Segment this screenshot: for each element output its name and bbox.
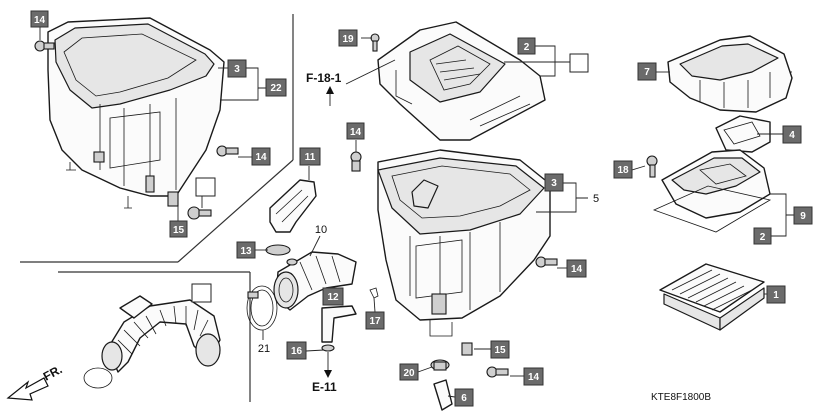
- svg-text:14: 14: [571, 264, 583, 275]
- f18-arrow: [326, 59, 396, 106]
- svg-text:5: 5: [593, 193, 599, 205]
- screw-18: [646, 155, 658, 178]
- callout-3-b: 3: [544, 173, 564, 192]
- callout-21: 21: [258, 343, 270, 355]
- air-cleaner-cover-top: [377, 21, 546, 141]
- callout-12: 12: [322, 287, 344, 306]
- svg-text:F-18-1: F-18-1: [306, 71, 342, 85]
- air-cleaner-housing-left: [47, 17, 225, 209]
- callout-13: 13: [236, 241, 256, 259]
- callout-14-a: 14: [30, 10, 49, 28]
- callout-9: 9: [793, 206, 813, 225]
- callout-2-b: 2: [753, 227, 772, 245]
- svg-text:1: 1: [773, 290, 779, 301]
- callout-6: 6: [454, 388, 474, 407]
- svg-text:6: 6: [461, 393, 467, 404]
- callout-15-b: 15: [490, 340, 510, 359]
- reference-e11: E-11: [312, 380, 337, 394]
- filter-cover-9: [661, 149, 771, 219]
- svg-text:3: 3: [551, 178, 557, 189]
- tube-clip-17: [369, 287, 379, 299]
- seal-2-right: [652, 185, 772, 233]
- screw-bolt-left: [187, 206, 212, 220]
- callout-20: 20: [399, 363, 419, 381]
- svg-text:3: 3: [234, 64, 240, 75]
- front-arrow: [6, 377, 49, 401]
- svg-text:KTE8F1800B: KTE8F1800B: [651, 392, 711, 403]
- callout-5: 5: [593, 193, 599, 205]
- duct-4: [715, 115, 771, 153]
- callout-blank-bottom-left: [191, 283, 212, 303]
- svg-text:7: 7: [644, 67, 650, 78]
- callout-14-e: 14: [523, 367, 544, 386]
- svg-text:E-11: E-11: [312, 380, 337, 394]
- callout-22: 22: [265, 78, 287, 97]
- callout-3-a: 3: [227, 59, 247, 78]
- air-cleaner-lid-7: [667, 35, 793, 113]
- svg-text:4: 4: [789, 130, 795, 141]
- screw-14-left-mid: [216, 145, 239, 157]
- grommet-20: [430, 359, 450, 371]
- svg-text:19: 19: [342, 34, 354, 45]
- screw-14-center-right: [535, 256, 558, 268]
- band-21: [246, 285, 278, 331]
- callout-blank-left: [195, 177, 216, 197]
- svg-text:14: 14: [255, 152, 267, 163]
- callout-10: 10: [315, 224, 327, 236]
- screw-14-top-left: [34, 40, 55, 52]
- screw-19: [370, 33, 380, 52]
- svg-text:14: 14: [528, 372, 540, 383]
- callout-14-c: 14: [346, 122, 365, 140]
- callout-4: 4: [782, 125, 802, 144]
- air-cleaner-housing-center: [377, 149, 551, 337]
- svg-text:21: 21: [258, 343, 270, 355]
- intake-duct-11: [269, 179, 317, 233]
- drain-tube-12: [321, 305, 357, 352]
- svg-text:9: 9: [800, 211, 806, 222]
- screw-14-bottom: [486, 366, 509, 378]
- svg-text:11: 11: [305, 152, 316, 163]
- svg-text:16: 16: [291, 346, 303, 357]
- collar-6: [433, 379, 453, 411]
- callout-blank-top: [569, 53, 589, 73]
- callout-14-d: 14: [566, 259, 587, 278]
- svg-text:2: 2: [760, 232, 766, 243]
- svg-text:22: 22: [270, 83, 282, 94]
- clip-15-center: [461, 342, 473, 356]
- leader-lines: [39, 26, 794, 398]
- svg-text:12: 12: [327, 292, 339, 303]
- svg-text:14: 14: [350, 127, 362, 138]
- screw-14-center-top: [350, 151, 362, 172]
- svg-text:17: 17: [369, 316, 381, 327]
- svg-text:2: 2: [524, 42, 530, 53]
- clip-15-left: [167, 191, 179, 207]
- callout-18: 18: [613, 160, 633, 179]
- svg-text:18: 18: [617, 165, 629, 176]
- callout-14-b: 14: [251, 147, 271, 166]
- svg-text:15: 15: [494, 345, 506, 356]
- callout-2-a: 2: [517, 37, 536, 55]
- callout-1: 1: [766, 285, 786, 304]
- callout-11: 11: [299, 147, 321, 166]
- callout-19: 19: [338, 29, 358, 47]
- callout-17: 17: [365, 311, 385, 330]
- reference-f18: F-18-1: [306, 71, 342, 85]
- clamp-13: [265, 244, 291, 256]
- e11-arrow: [324, 352, 332, 378]
- catalog-code: KTE8F1800B: [651, 392, 711, 403]
- svg-text:13: 13: [240, 246, 252, 257]
- svg-text:20: 20: [403, 368, 415, 379]
- svg-text:10: 10: [315, 224, 327, 236]
- svg-text:14: 14: [34, 15, 46, 26]
- air-filter-element-1: [659, 263, 765, 331]
- air-joint-10: [273, 251, 357, 311]
- svg-text:15: 15: [173, 225, 185, 236]
- connecting-tube: [83, 295, 221, 389]
- callout-15-a: 15: [169, 220, 188, 238]
- callout-7: 7: [637, 62, 657, 81]
- callout-16: 16: [286, 341, 307, 360]
